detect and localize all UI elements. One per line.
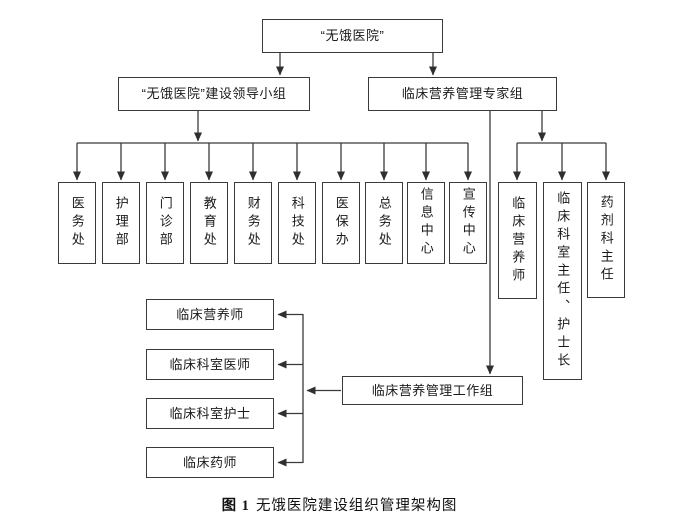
expert-member-label-1: 临床科室主任、护士长 [555, 191, 571, 371]
expert-member-box-2: 药剂科主任 [587, 182, 625, 298]
wg-member-box-0: 临床营养师 [146, 299, 274, 330]
wg-member-box-3: 临床药师 [146, 447, 274, 478]
expert-group-box: 临床营养管理专家组 [368, 77, 557, 111]
dept-label-6: 医保办 [333, 196, 349, 250]
dept-box-9: 宣传中心 [449, 182, 487, 264]
figure-caption-text: 无饿医院建设组织管理架构图 [255, 498, 458, 514]
figure-caption: 图 1 无饿医院建设组织管理架构图 [0, 494, 679, 515]
dept-label-8: 信息中心 [418, 187, 434, 259]
dept-box-1: 护理部 [102, 182, 140, 264]
dept-box-4: 财务处 [234, 182, 272, 264]
dept-box-3: 教育处 [190, 182, 228, 264]
dept-label-0: 医务处 [69, 196, 85, 250]
expert-member-box-0: 临床营养师 [498, 182, 537, 299]
dept-label-1: 护理部 [113, 196, 129, 250]
dept-label-9: 宣传中心 [460, 187, 476, 259]
expert-to-members [513, 111, 610, 181]
expert-member-label-0: 临床营养师 [510, 195, 526, 286]
dept-box-5: 科技处 [278, 182, 316, 264]
arrows-from-hospital [276, 53, 437, 76]
working-group-to-members [277, 310, 341, 467]
dept-box-6: 医保办 [322, 182, 360, 264]
leader-group-box: “无饿医院”建设领导小组 [118, 77, 310, 111]
dept-label-2: 门诊部 [157, 196, 173, 250]
dept-box-8: 信息中心 [407, 182, 445, 264]
leader-to-departments [73, 111, 472, 181]
dept-label-3: 教育处 [201, 196, 217, 250]
figure-caption-number: 图 1 [221, 498, 250, 514]
dept-label-4: 财务处 [245, 196, 261, 250]
dept-label-5: 科技处 [289, 196, 305, 250]
working-group-box: 临床营养管理工作组 [342, 376, 523, 405]
dept-box-7: 总务处 [365, 182, 403, 264]
wg-member-box-2: 临床科室护士 [146, 398, 274, 429]
wg-member-box-1: 临床科室医师 [146, 349, 274, 380]
expert-member-box-1: 临床科室主任、护士长 [543, 182, 582, 380]
expert-member-label-2: 药剂科主任 [598, 195, 614, 285]
dept-label-7: 总务处 [376, 196, 392, 250]
dept-box-0: 医务处 [58, 182, 96, 264]
dept-box-2: 门诊部 [146, 182, 184, 264]
hospital-box: “无饿医院” [262, 19, 443, 53]
